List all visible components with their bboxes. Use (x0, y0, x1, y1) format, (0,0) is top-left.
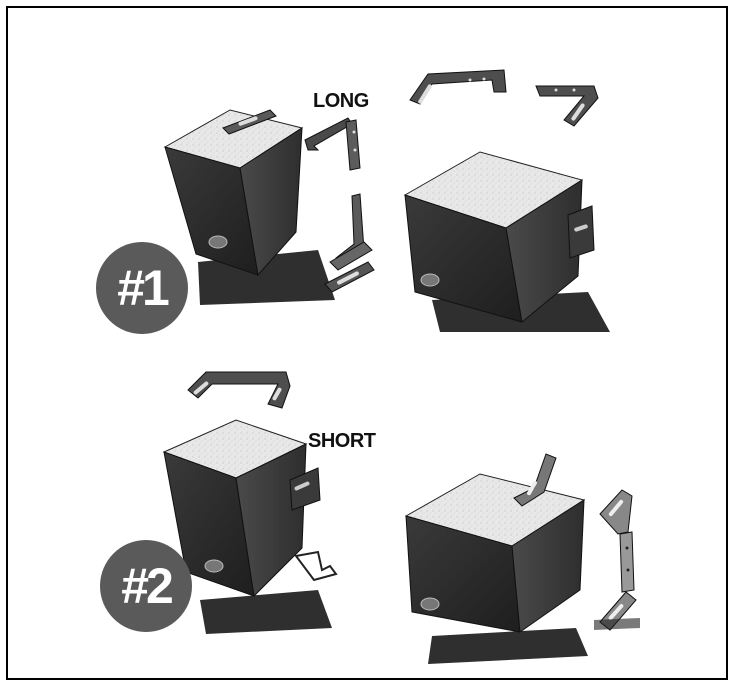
speaker-logo-icon (208, 235, 228, 249)
long-bracket-pieces (304, 117, 375, 293)
detached-brackets-top (409, 69, 599, 127)
step-badge-1-text: #1 (117, 260, 170, 316)
step2-right-speaker (404, 453, 588, 664)
label-short: SHORT (308, 430, 376, 452)
speaker-logo-icon (420, 597, 440, 611)
detached-short-bracket-right (594, 489, 640, 631)
step-badge-2-text: #2 (121, 558, 174, 614)
short-bracket-piece (187, 371, 291, 409)
side-bracket (289, 467, 321, 511)
speaker-logo-icon (420, 273, 440, 287)
step-badge-1: #1 (96, 242, 188, 334)
side-bracket (567, 205, 595, 259)
label-long: LONG (313, 90, 369, 112)
step1-left-speaker (163, 109, 335, 305)
stand-base-shadow (428, 628, 588, 664)
step1-right-speaker (403, 151, 610, 332)
speaker-logo-icon (204, 559, 224, 573)
step-badge-2: #2 (100, 540, 192, 632)
stand-base-shadow (200, 590, 332, 634)
step2-left-speaker (162, 419, 338, 634)
